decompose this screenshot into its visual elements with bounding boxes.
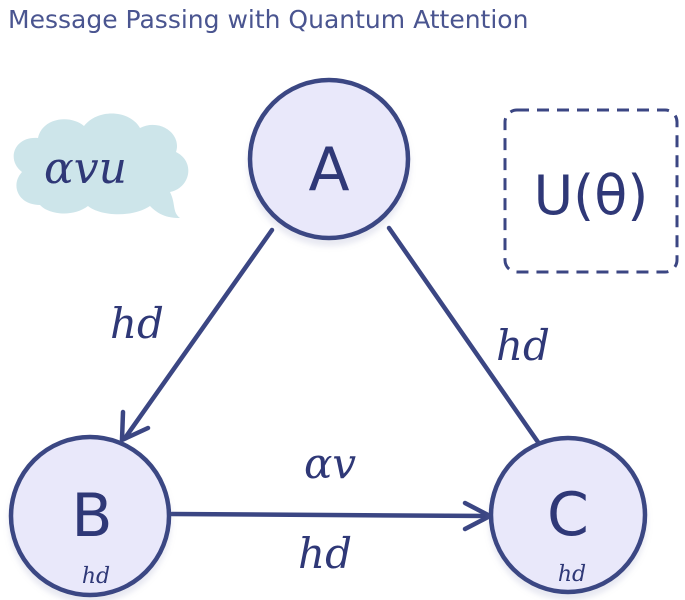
edge-b-c-label-bottom: hd [298, 529, 352, 578]
node-a-circle [247, 77, 411, 241]
node-a: A [247, 77, 411, 241]
operator-box: U(θ) [503, 108, 679, 274]
node-b: B hd [8, 434, 172, 598]
arrowhead-a-b [119, 409, 151, 443]
node-b-circle [8, 434, 172, 598]
edge-a-b-label: hd [110, 299, 164, 348]
node-c-label: C [547, 480, 589, 550]
edge-a-c [386, 225, 543, 448]
node-c-circle [488, 435, 648, 595]
node-a-label: A [308, 135, 349, 205]
node-c-sub: hd [558, 562, 586, 587]
operator-label: U(θ) [534, 164, 649, 227]
node-b-label: B [71, 481, 112, 551]
cloud-shape [13, 113, 189, 218]
cloud-label: αvu [44, 143, 127, 194]
node-b-sub: hd [82, 564, 110, 589]
edge-b-c [169, 511, 493, 519]
edge-a-c-label: hd [496, 321, 550, 370]
node-c: C hd [488, 435, 648, 595]
attention-cloud: αvu [13, 113, 189, 218]
edge-b-c-label-top: αv [304, 439, 356, 488]
diagram-title: Message Passing with Quantum Attention [8, 5, 528, 34]
edge-a-b [122, 227, 275, 441]
